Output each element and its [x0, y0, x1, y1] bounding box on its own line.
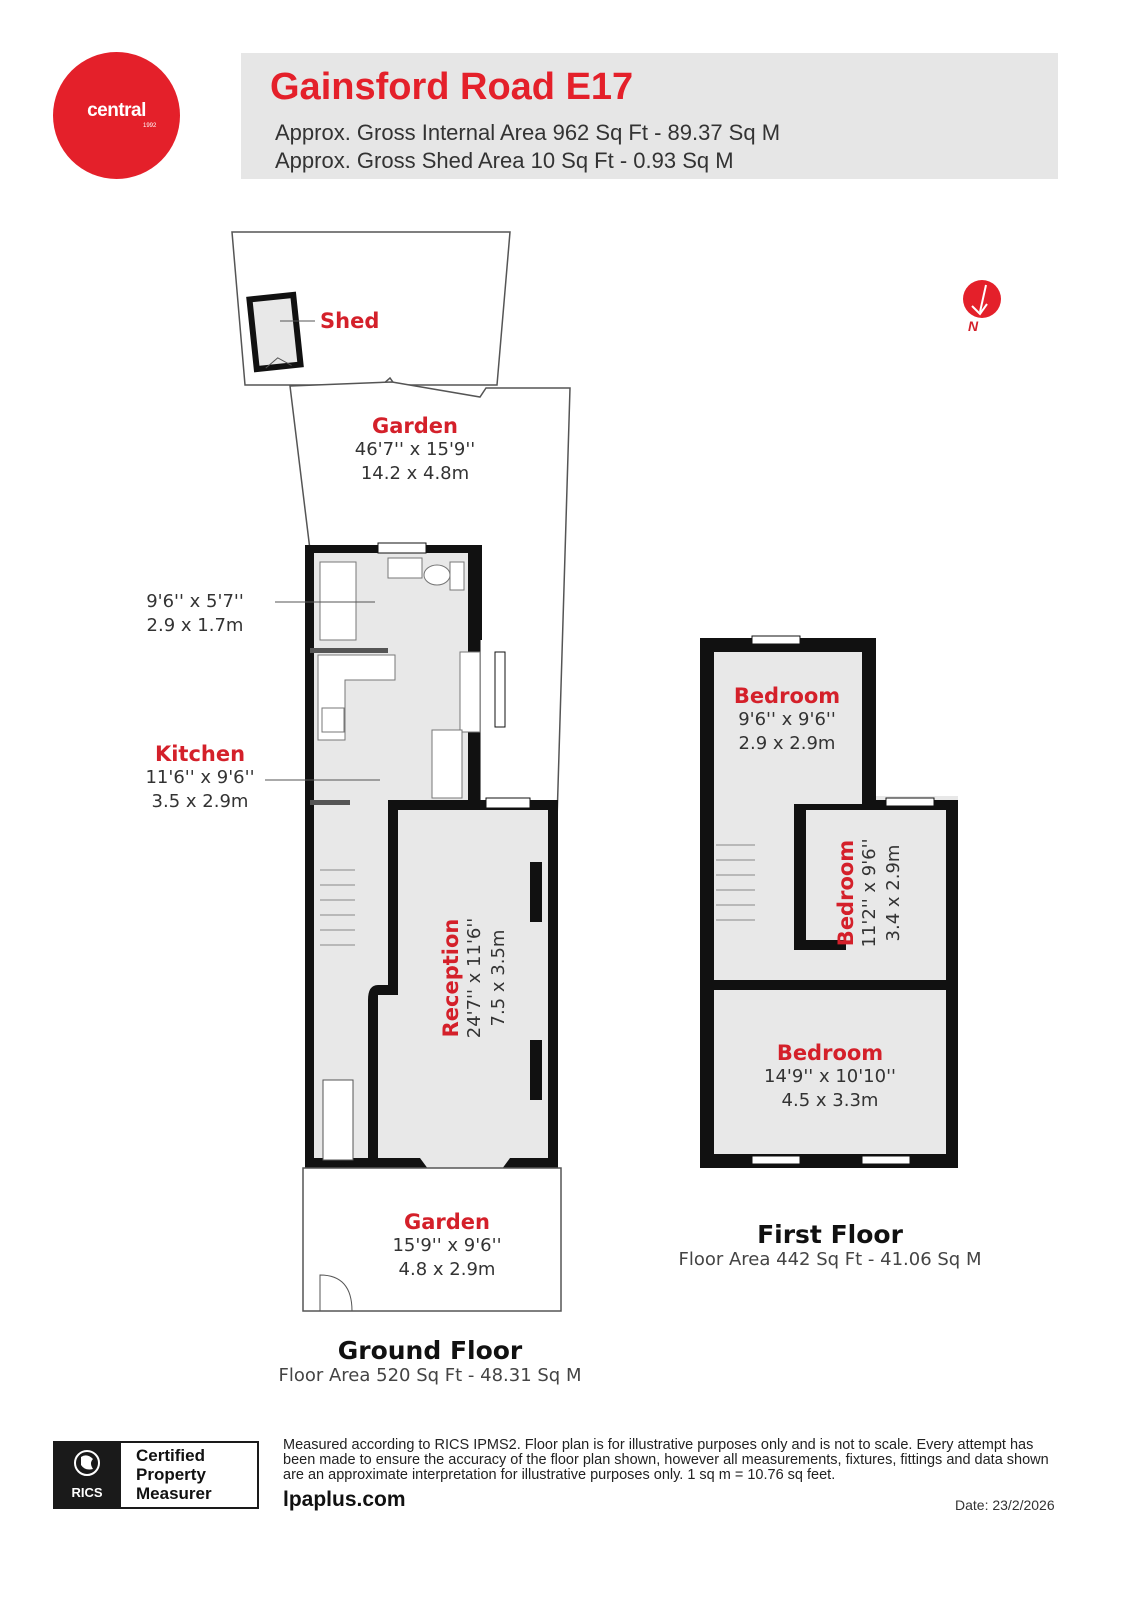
logo-word: central [87, 100, 146, 121]
bedroom-front-name: Bedroom [776, 1041, 884, 1065]
bedroom-front-label: Bedroom 14'9'' x 10'10'' 4.5 x 3.3m [755, 1041, 905, 1113]
rics-mark: RICS [53, 1441, 121, 1509]
bedroom-front-imperial: 14'9'' x 10'10'' [764, 1066, 896, 1087]
first-floor-house [700, 635, 958, 1168]
gross-shed-area: Approx. Gross Shed Area 10 Sq Ft - 0.93 … [275, 148, 734, 173]
bathroom-metric: 2.9 x 1.7m [146, 615, 244, 636]
gross-internal-area: Approx. Gross Internal Area 962 Sq Ft - … [275, 120, 781, 145]
website-link[interactable]: lpaplus.com [283, 1488, 406, 1511]
kitchen-name: Kitchen [154, 742, 246, 766]
first-floor-area: Floor Area 442 Sq Ft - 41.06 Sq M [678, 1249, 982, 1270]
page-title: Gainsford Road E17 [270, 66, 634, 108]
logo-year: 1992 [143, 123, 157, 129]
ground-floor-title: Ground Floor [337, 1336, 523, 1365]
rics-certified-line-3: Measurer [136, 1484, 212, 1503]
bedroom-middle-metric: 3.4 x 2.9m [883, 844, 904, 942]
bedroom-rear-label: Bedroom 9'6'' x 9'6'' 2.9 x 2.9m [712, 684, 862, 756]
ground-floor-caption: Ground Floor Floor Area 520 Sq Ft - 48.3… [230, 1336, 630, 1386]
kitchen-metric: 3.5 x 2.9m [151, 791, 249, 812]
kitchen-imperial: 11'6'' x 9'6'' [145, 767, 255, 788]
kitchen-label: Kitchen 11'6'' x 9'6'' 3.5 x 2.9m [130, 742, 270, 814]
front-garden-imperial: 15'9'' x 9'6'' [392, 1235, 502, 1256]
bathroom-imperial: 9'6'' x 5'7'' [146, 591, 244, 612]
rear-garden-imperial: 46'7'' x 15'9'' [354, 439, 476, 460]
compass-north-label: N [968, 318, 979, 334]
first-floor-title: First Floor [757, 1220, 903, 1249]
ground-floor-house [305, 542, 558, 1200]
bedroom-front-metric: 4.5 x 3.3m [781, 1090, 879, 1111]
bedroom-rear-name: Bedroom [733, 684, 841, 708]
first-floor-caption: First Floor Floor Area 442 Sq Ft - 41.06… [630, 1220, 1030, 1270]
rics-certified-line-1: Certified [136, 1446, 205, 1465]
reception-name: Reception [439, 918, 463, 1038]
reception-imperial: 24'7'' x 11'6'' [464, 917, 485, 1039]
rics-certified-line-2: Property [136, 1465, 206, 1484]
rics-text: RICS [71, 1485, 103, 1500]
header-band [241, 53, 1058, 179]
shed-label: Shed [320, 309, 380, 333]
rear-garden-metric: 14.2 x 4.8m [360, 463, 470, 484]
rear-garden-name: Garden [372, 414, 458, 438]
north-compass [963, 280, 1001, 318]
bathroom-label: 9'6'' x 5'7'' 2.9 x 1.7m [130, 590, 260, 638]
rear-garden-label: Garden 46'7'' x 15'9'' 14.2 x 4.8m [340, 414, 490, 486]
front-garden-gate [319, 1274, 353, 1312]
rics-lion-icon [74, 1450, 100, 1476]
plan-date: Date: 23/2/2026 [955, 1497, 1055, 1513]
bedroom-middle-name: Bedroom [834, 839, 858, 947]
ground-floor-area: Floor Area 520 Sq Ft - 48.31 Sq M [278, 1365, 582, 1386]
reception-metric: 7.5 x 3.5m [488, 929, 509, 1027]
bedroom-rear-imperial: 9'6'' x 9'6'' [738, 709, 836, 730]
front-garden-metric: 4.8 x 2.9m [398, 1259, 496, 1280]
bedroom-rear-metric: 2.9 x 2.9m [738, 733, 836, 754]
front-garden-label: Garden 15'9'' x 9'6'' 4.8 x 2.9m [372, 1210, 522, 1282]
rics-certified-text: Certified Property Measurer [136, 1446, 212, 1503]
bedroom-middle-imperial: 11'2'' x 9'6'' [859, 838, 880, 948]
brand-logo: central 1992 [53, 52, 180, 179]
shed [246, 291, 304, 373]
disclaimer: Measured according to RICS IPMS2. Floor … [283, 1437, 1049, 1483]
front-garden-name: Garden [404, 1210, 490, 1234]
